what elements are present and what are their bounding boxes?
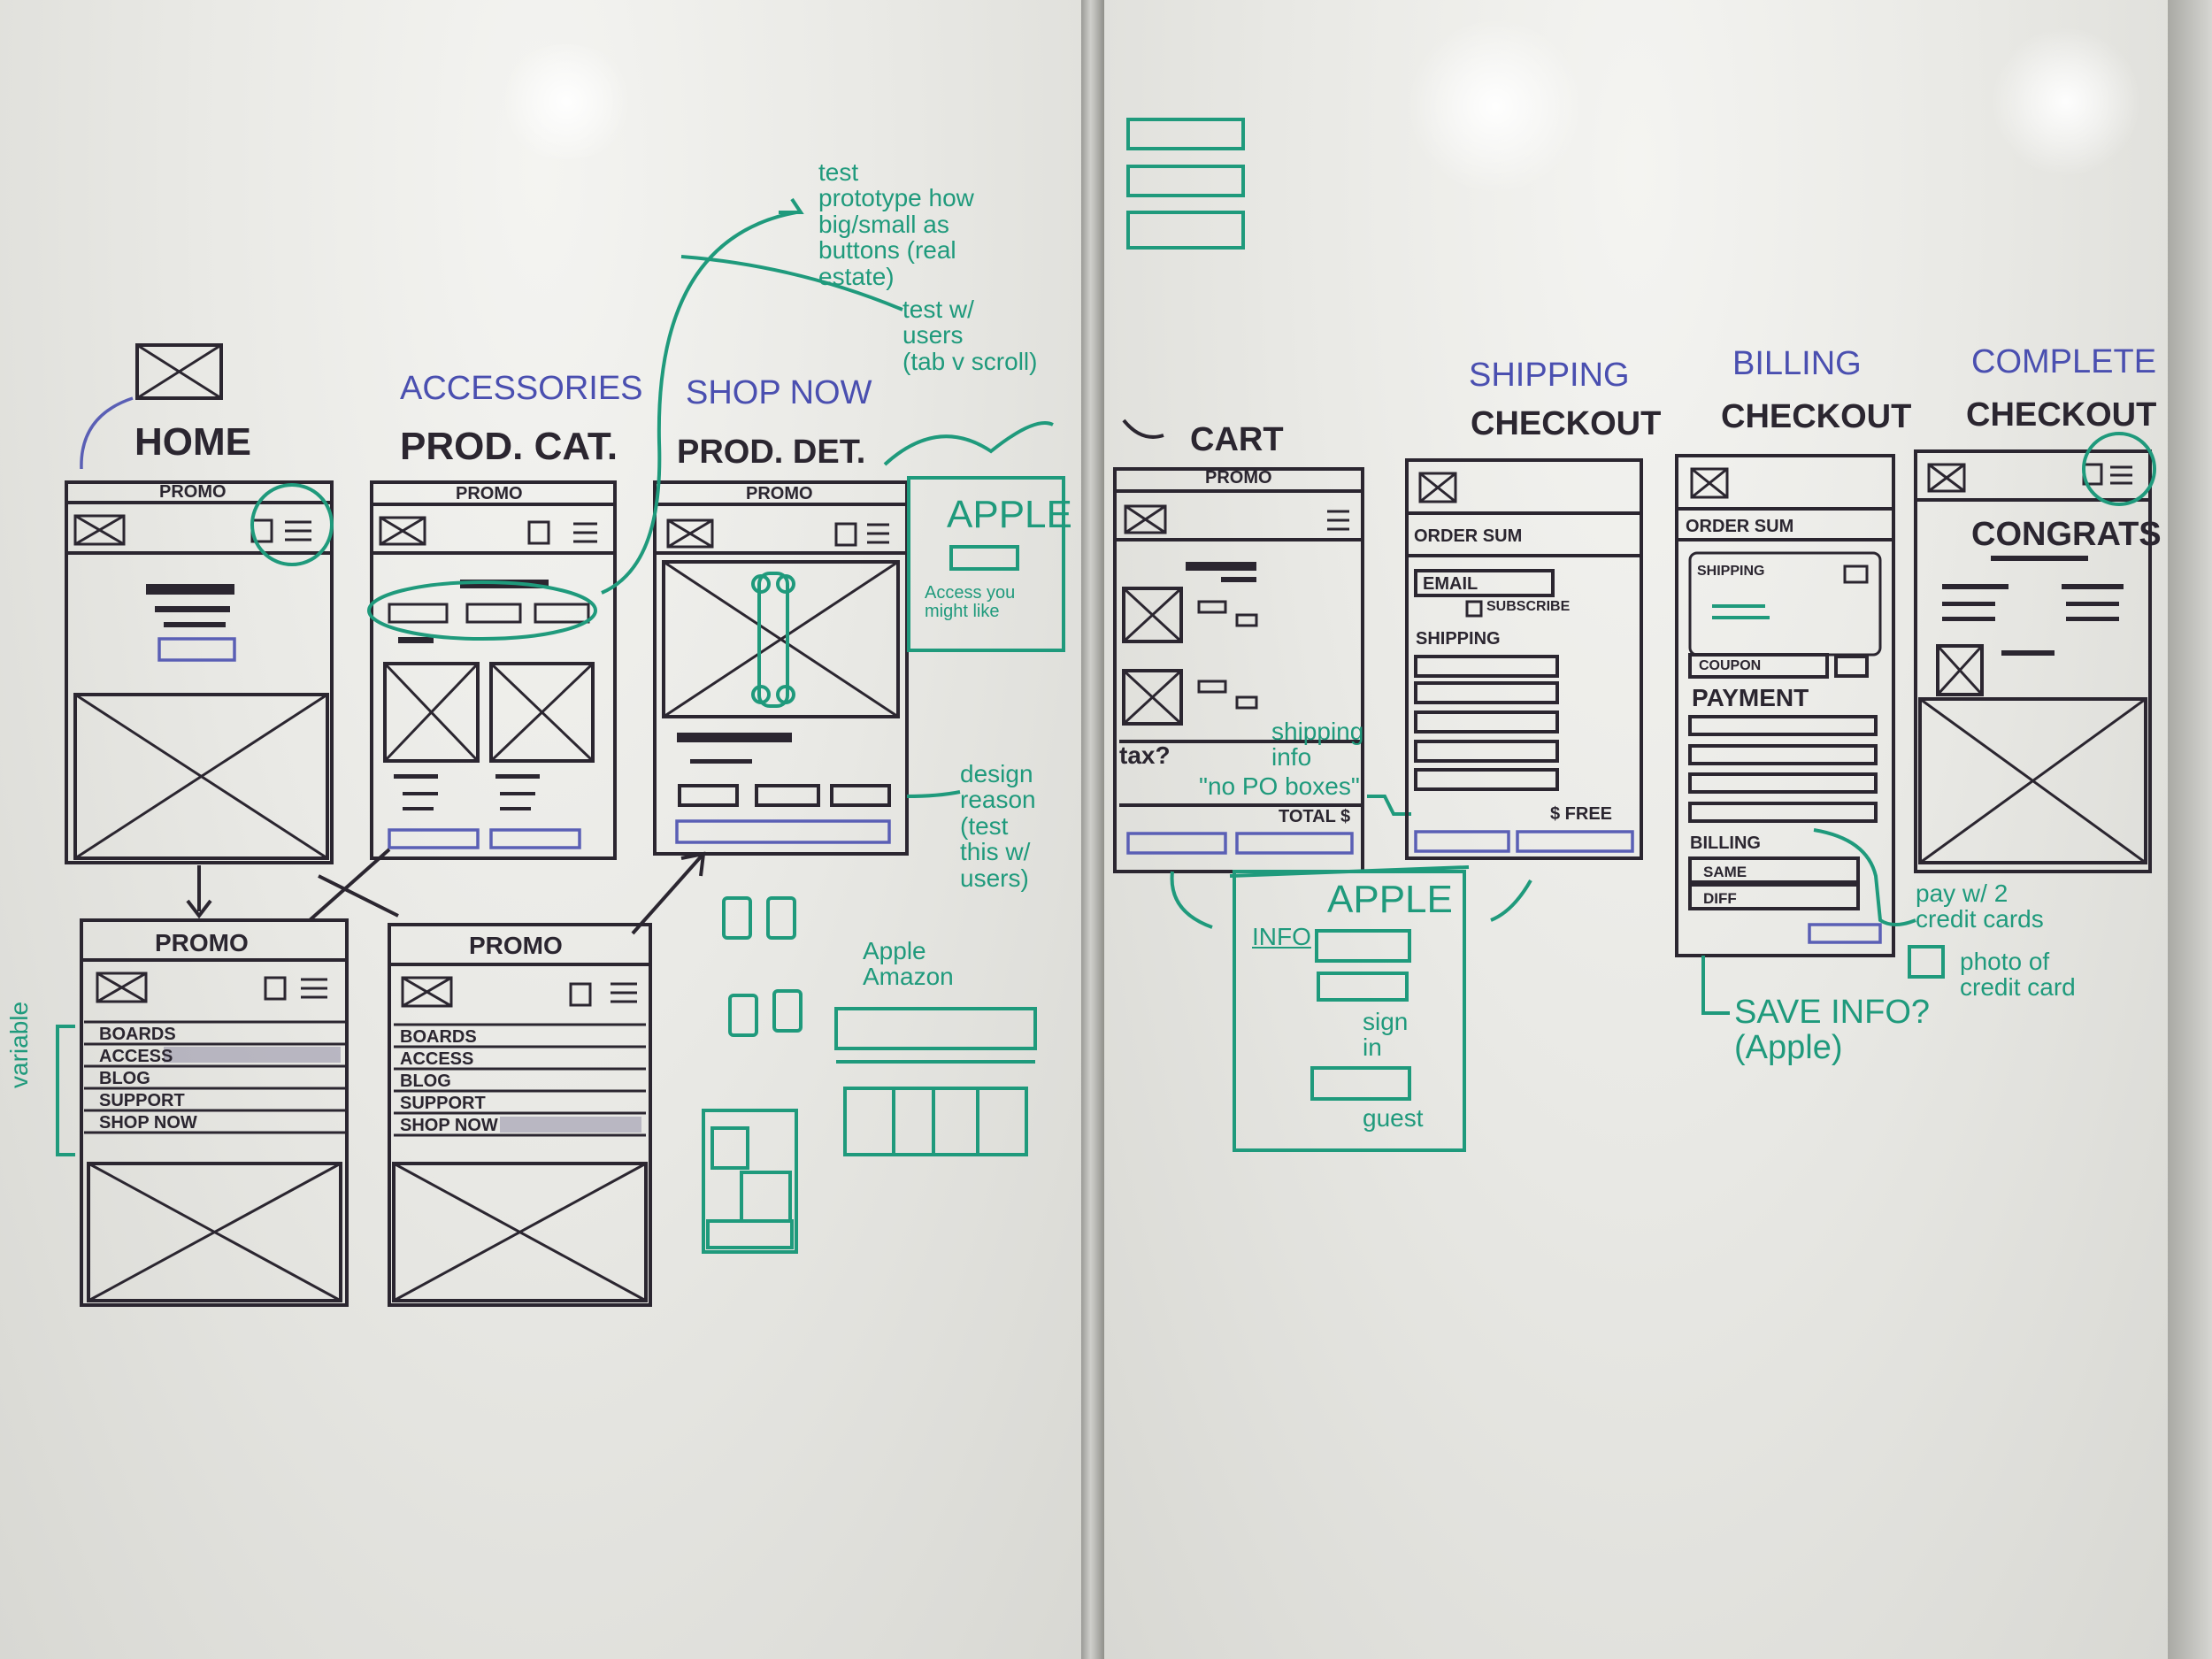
arrow — [80, 396, 134, 470]
shipping-label: SHIPPING — [1416, 629, 1501, 649]
apple-accessories-panel — [907, 476, 1065, 652]
wireframe-shipping-checkout — [1405, 458, 1643, 860]
arrow — [631, 852, 705, 935]
shipping-free: $ FREE — [1550, 804, 1613, 824]
promo-label: PROMO — [469, 932, 563, 959]
arrow — [680, 255, 903, 311]
promo-label: PROMO — [159, 482, 227, 502]
congrats-label: CONGRATS — [1971, 516, 2162, 553]
menu-item: ACCESS — [99, 1047, 173, 1066]
promo-label: PROMO — [456, 484, 523, 503]
note-apple: APPLE — [947, 493, 1072, 536]
menu-item: BOARDS — [99, 1025, 176, 1044]
menu-item: BLOG — [400, 1071, 451, 1091]
note-variable: variable — [5, 1001, 33, 1088]
cart-shipping-info: shipping info — [1271, 718, 1364, 772]
note-pay-two-cards: pay w/ 2 credit cards — [1916, 879, 2044, 933]
login-apple: APPLE — [1327, 878, 1453, 921]
apple-login-panel — [1229, 865, 1470, 1152]
note-prototype: test prototype how big/small as buttons … — [818, 158, 974, 290]
wireframe-menu-shop — [388, 923, 652, 1307]
stacked-rectangles — [1126, 118, 1245, 250]
wireframe-menu-variable — [80, 918, 349, 1307]
title-shipping: SHIPPING — [1469, 357, 1630, 394]
title-shop-now: SHOP NOW — [686, 374, 872, 411]
arrow — [1701, 956, 1730, 1015]
title-billing: BILLING — [1732, 345, 1862, 382]
promo-label: PROMO — [746, 484, 813, 503]
login-guest: guest — [1363, 1104, 1424, 1132]
wireframe-cart — [1113, 467, 1364, 873]
order-sum-label: ORDER SUM — [1686, 517, 1794, 536]
login-sign-in: sign in — [1363, 1008, 1409, 1062]
light-glare — [495, 44, 637, 159]
bracket — [883, 421, 1054, 466]
menu-item: ACCESS — [400, 1049, 474, 1069]
promo-label: PROMO — [155, 929, 249, 956]
payment-label: PAYMENT — [1692, 684, 1809, 711]
wireframe-complete-checkout — [1914, 449, 2152, 873]
arrow — [1813, 828, 1916, 926]
menu-item: SHOP NOW — [99, 1113, 197, 1133]
title-accessories: ACCESSORIES — [400, 370, 643, 407]
billing-diff: DIFF — [1703, 890, 1737, 907]
arrow — [906, 790, 961, 798]
mini-sketches — [702, 896, 1037, 1254]
title-prod-cat: PROD. CAT. — [400, 425, 618, 468]
arrow — [318, 874, 399, 918]
title-billing-checkout: CHECKOUT — [1721, 398, 1912, 435]
billing-shipping-label: SHIPPING — [1697, 564, 1765, 579]
light-glare — [1991, 27, 2141, 177]
title-prod-det: PROD. DET. — [677, 434, 866, 471]
camera-icon — [1908, 945, 1945, 979]
promo-label: PROMO — [1205, 468, 1272, 488]
order-sum-label: ORDER SUM — [1414, 526, 1523, 546]
arrow — [1490, 879, 1532, 922]
note-save-info: SAVE INFO? (Apple) — [1734, 994, 1931, 1066]
title-complete: COMPLETE — [1971, 343, 2157, 380]
menu-item: BLOG — [99, 1069, 150, 1088]
arrow — [1170, 871, 1213, 929]
arrow — [601, 211, 797, 595]
billing-same: SAME — [1703, 864, 1747, 880]
title-home: HOME — [134, 420, 251, 464]
menu-item: SHOP NOW — [400, 1116, 498, 1135]
wireframe-billing-checkout — [1675, 454, 1895, 957]
cart-no-po-boxes: "no PO boxes" — [1199, 772, 1360, 800]
coupon-label: COUPON — [1699, 658, 1762, 673]
arrow — [1122, 419, 1164, 439]
title-cart: CART — [1190, 421, 1284, 458]
billing-label: BILLING — [1690, 833, 1761, 853]
wall-edge — [2168, 0, 2212, 1659]
arrow — [1367, 795, 1411, 816]
note-apple-amazon: Apple Amazon — [863, 937, 954, 991]
bracket — [56, 1025, 75, 1156]
wireframe-prod-det — [653, 480, 909, 856]
note-test-users: test w/ users (tab v scroll) — [902, 296, 1038, 375]
note-design-reason: design reason (test this w/ users) — [960, 760, 1036, 892]
light-glare — [1407, 18, 1584, 195]
wireframe-home — [65, 480, 334, 864]
whiteboard-seam — [1081, 0, 1104, 1659]
title-complete-checkout: CHECKOUT — [1966, 396, 2157, 434]
image-placeholder — [135, 343, 223, 400]
login-info: INFO — [1252, 923, 1311, 950]
whiteboard-right — [1104, 0, 2168, 1659]
menu-item: SUPPORT — [99, 1091, 185, 1110]
note-photo-card: photo of credit card — [1960, 948, 2076, 1002]
subscribe-label: SUBSCRIBE — [1486, 599, 1571, 614]
menu-item: BOARDS — [400, 1027, 477, 1047]
cart-total: TOTAL $ — [1279, 807, 1351, 826]
wireframe-prod-cat — [370, 480, 617, 860]
email-label: EMAIL — [1423, 574, 1479, 594]
cart-tax: tax? — [1119, 741, 1171, 769]
note-apple-sub: Access you might like — [925, 583, 1016, 621]
menu-item: SUPPORT — [400, 1094, 486, 1113]
title-shipping-checkout: CHECKOUT — [1471, 405, 1662, 442]
arrow — [308, 848, 391, 922]
